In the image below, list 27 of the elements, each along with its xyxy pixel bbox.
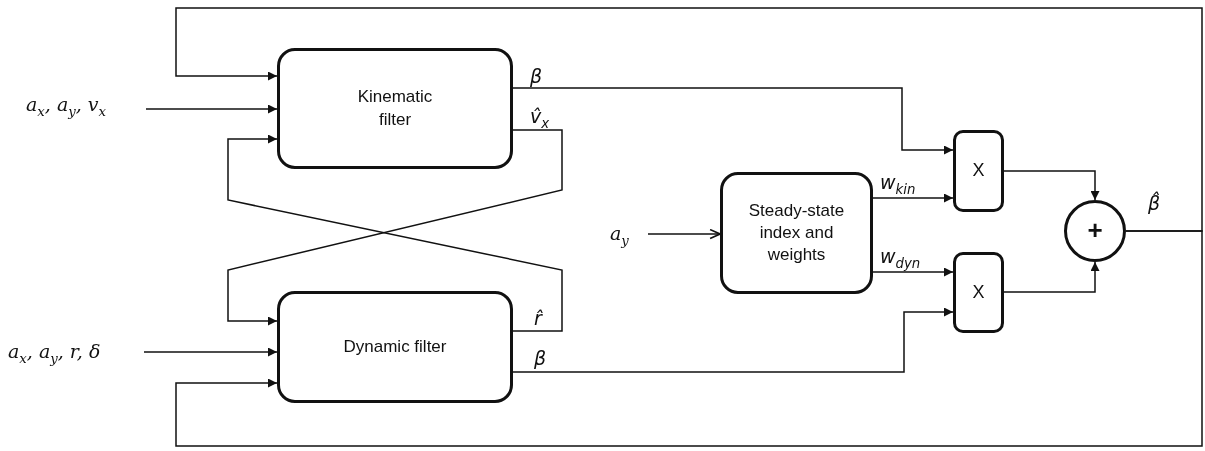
arrow	[1003, 261, 1100, 293]
arrow	[175, 230, 1203, 447]
arrow	[143, 347, 278, 357]
arrow	[175, 7, 1203, 232]
input-signal-label: a$_{x}$, a$_{y}$, v$_{x}$	[26, 92, 146, 120]
edge-label: v̂$_{x}$	[530, 104, 550, 132]
input-signal-label: a$_{y}$	[610, 220, 648, 250]
input-signal-label: a$_{x}$, a$_{y}$, r, δ	[8, 338, 144, 368]
arrow	[145, 104, 278, 114]
arrow	[512, 87, 954, 155]
multiplier-block: X	[953, 252, 1004, 333]
edge-label: r̂	[534, 306, 542, 329]
multiplier-block: X	[953, 130, 1004, 212]
edge-label: w$_{dyn}$	[880, 244, 921, 272]
filter-block: Kinematic filter	[277, 48, 513, 169]
arrow	[647, 228, 721, 240]
filter-block: Dynamic filter	[277, 291, 513, 403]
edge-label: β	[534, 346, 547, 369]
edge-label: β	[530, 64, 543, 87]
summing-junction: +	[1064, 200, 1126, 262]
arrow	[872, 267, 954, 277]
process-block: Steady-state index and weights	[720, 172, 873, 294]
arrow	[512, 307, 954, 373]
edge-label: β̂	[1148, 190, 1161, 214]
edge-label: w$_{kin}$	[880, 170, 916, 198]
arrow	[872, 193, 954, 203]
arrow	[1003, 170, 1100, 201]
